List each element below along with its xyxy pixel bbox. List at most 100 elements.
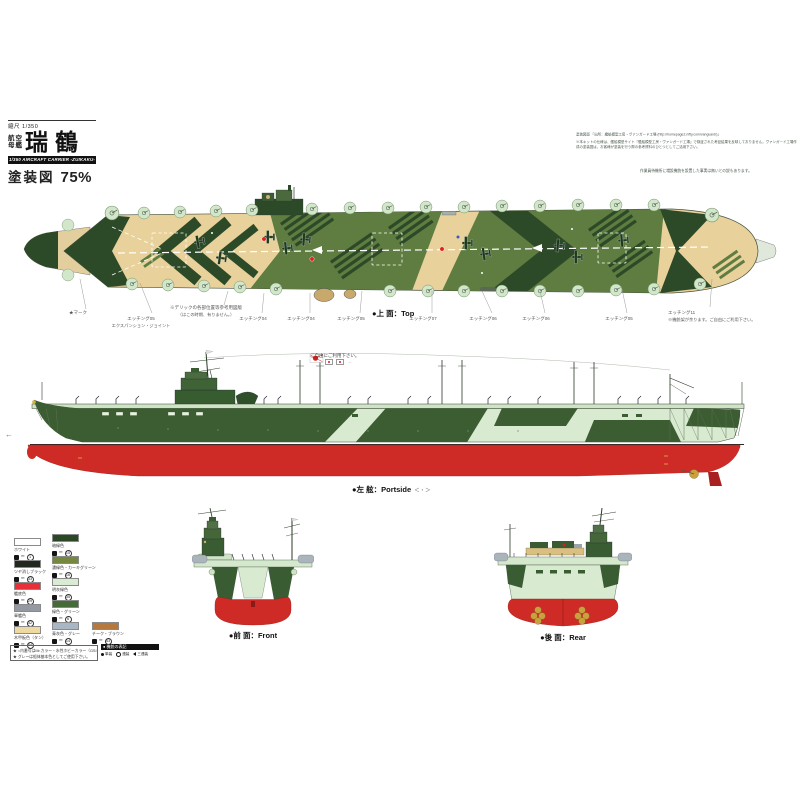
- paint-brand-icon: [52, 572, 57, 578]
- flight-deck-side: [31, 403, 745, 409]
- deck-aa-guns: [75, 395, 690, 404]
- paint-swatch: [52, 600, 79, 608]
- legend-item: ホワイト＝1: [14, 538, 52, 561]
- legend-notes: ★ ○内番号はMr.カラー・水性ホビーカラー（GSIクレオス）です。 ★ グレー…: [10, 645, 98, 661]
- front-view-drawing: [192, 508, 314, 626]
- paint-brand-icon: [52, 550, 57, 556]
- deck-camouflage: [64, 209, 746, 293]
- legend-item: チーク・ブラウン＝43: [92, 622, 130, 645]
- paint-brand-icon: [14, 620, 19, 626]
- funnel-topview: [313, 288, 335, 302]
- legend-item: 緑色・グリーン＝6: [52, 600, 90, 623]
- paint-fig-label: 塗装図: [8, 170, 55, 185]
- paint-swatch: [14, 626, 41, 634]
- callout-etch06a: エッチング06: [469, 316, 497, 321]
- stern-lattice: [35, 408, 745, 441]
- title-rule: [8, 120, 96, 121]
- paint-brand-icon: [14, 598, 19, 604]
- twin-gun-symbol: 連装: [116, 651, 129, 657]
- source-note-line2: ※本キットの仕様は、艦船模型サイト『艦船模型工房・ヴァンガード工場』で検証された…: [576, 140, 797, 150]
- ship-name: 瑞鶴: [25, 129, 85, 156]
- legend-item: 軍艦色＝32: [14, 604, 52, 627]
- flag-note: ご自由にご利用下さい。 ←→: [310, 353, 360, 366]
- bow-direction-arrow: ←: [5, 430, 13, 439]
- callout-etch07: エッチング07: [409, 316, 437, 321]
- paint-brand-icon: [52, 616, 57, 622]
- legend-item: 青灰色・グレー＝14: [52, 622, 90, 645]
- scale-label: 縮尺 1/350: [8, 124, 39, 130]
- front-view-label: ●前 面：Front: [228, 631, 278, 640]
- top-view-label: ●上 面：Top: [372, 309, 415, 318]
- paint-swatch: [14, 560, 41, 568]
- callout-mark: ★マーク: [69, 310, 87, 315]
- legend-item: 濃緑色・カーキグリーン＝16: [52, 556, 96, 579]
- naval-ensign-flag: [205, 349, 324, 363]
- paint-figure-title: 塗装図 75%: [8, 166, 98, 187]
- paint-swatch: [52, 578, 79, 586]
- callout-leader-lines: [79, 278, 713, 314]
- source-note-line1: 塗装図面 『出所：艦船模型工房・ヴァンガード工場 (http://homepag…: [576, 133, 721, 138]
- color-legend: ホワイト＝1 ツヤ消しブラック＝33 艦底色＝29 軍艦色＝32 木甲板色（タン…: [12, 534, 172, 668]
- triple-gun-symbol: 三連装: [133, 652, 148, 657]
- red-hull-front: [214, 596, 292, 626]
- source-note-line3: 作業員待機所に増設機銃を設置した事実は無いとの説もあります。: [640, 169, 752, 174]
- paint-brand-icon: [14, 554, 19, 560]
- rear-view-drawing: [494, 508, 632, 627]
- legend-item: 明灰緑色＝35: [52, 578, 90, 601]
- paint-swatch: [14, 538, 41, 546]
- hull-camo-front-right: [268, 567, 294, 600]
- deck-edge-rear: [497, 556, 629, 566]
- top-view-drawing: [23, 185, 777, 314]
- legend-item: 暗緑色＝15: [52, 534, 90, 557]
- paint-swatch: [14, 604, 41, 612]
- title-block: 縮尺 1/350 航空母艦 瑞鶴 1/350 AIRCRAFT CARRIER …: [8, 120, 98, 187]
- deck-edge-front: [193, 559, 313, 568]
- stern-hull-topview: [755, 238, 777, 264]
- paint-swatch: [52, 534, 79, 542]
- rudder: [708, 472, 722, 486]
- island-frontview: [197, 508, 233, 561]
- red-lower-hull: [27, 444, 741, 477]
- bow-crest: [32, 400, 36, 404]
- paint-swatch: [92, 622, 119, 630]
- direction-arrows: ＜・＞: [414, 488, 431, 494]
- paint-brand-icon: [14, 576, 19, 582]
- island-rearview: [585, 508, 617, 563]
- island-topview: [254, 185, 304, 216]
- ship-class-label: 航空母艦: [8, 135, 23, 150]
- ensign-flag-icon: [325, 359, 334, 366]
- symbol-legend-box: ● 機銃の表記 単装 連装 三連装: [101, 644, 159, 657]
- paint-swatch: [52, 622, 79, 630]
- paint-swatch: [14, 582, 41, 590]
- paint-brand-icon: [92, 638, 97, 644]
- draft-marks: [78, 455, 668, 465]
- callout-etch04b: エッチング04: [287, 316, 315, 321]
- paint-brand-icon: [52, 594, 57, 600]
- symbol-legend-header: ● 機銃の表記: [101, 644, 159, 650]
- paint-brand-icon: [52, 638, 57, 644]
- callout-etch05c: エッチング05: [605, 316, 633, 321]
- paint-swatch: [52, 556, 79, 564]
- callout-etch05b: エッチング05: [337, 316, 365, 321]
- paint-fig-scale: 75%: [60, 169, 93, 186]
- callout-etch04a: エッチング04: [239, 316, 267, 321]
- legend-item: ツヤ消しブラック＝33: [14, 560, 52, 583]
- side-view-label: ●左 舷：Portside＜・＞: [352, 485, 431, 494]
- hull-camouflage: [34, 400, 740, 442]
- english-title-bar: 1/350 AIRCRAFT CARRIER -ZUIKAKU-: [8, 156, 96, 164]
- callout-derrick-note: ※デリックの各部位置等参考用図版（はこの時期、有りません。）: [170, 305, 242, 317]
- propellers: [530, 606, 590, 625]
- island-sideview: [174, 368, 259, 406]
- legend-item: 艦底色＝29: [14, 582, 52, 605]
- paint-number: 14: [64, 637, 72, 645]
- source-note: 塗装図面 『出所：艦船模型工房・ヴァンガード工場 (http://homepag…: [576, 132, 800, 154]
- side-view-drawing: [27, 349, 745, 486]
- hinomaru-flag-icon: [336, 359, 345, 366]
- callout-etch11: エッチング11※機銃架が余ります。ご自由にご利用下さい。: [668, 310, 756, 322]
- masts: [41, 351, 743, 405]
- single-gun-symbol: 単装: [101, 652, 112, 657]
- rear-view-label: ●後 面：Rear: [540, 633, 586, 642]
- callout-etch06b: エッチング06: [522, 316, 550, 321]
